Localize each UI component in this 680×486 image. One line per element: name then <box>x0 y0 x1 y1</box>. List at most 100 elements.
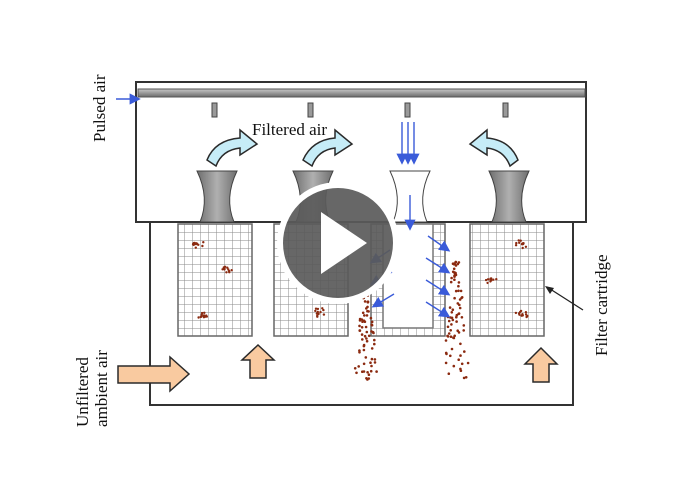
dust-particle <box>519 310 522 314</box>
dust-particle <box>370 330 373 333</box>
dust-particle <box>521 242 524 245</box>
filtered-air-arrow <box>302 128 354 168</box>
dust-particle <box>460 316 464 319</box>
dust-particle <box>462 324 466 327</box>
dust-particle <box>457 261 461 264</box>
dust-particle <box>486 281 489 285</box>
dust-particle <box>358 329 362 332</box>
dust-particle <box>451 270 455 274</box>
dust-particle <box>316 307 320 311</box>
dust-particle <box>363 314 366 317</box>
dust-particle <box>444 361 448 365</box>
dust-particle <box>370 320 374 324</box>
dust-particle <box>457 289 460 293</box>
updraft-arrow <box>523 346 559 383</box>
dust-particle <box>450 316 454 320</box>
dust-particle <box>492 278 495 281</box>
dust-particle <box>230 269 233 272</box>
dust-particle <box>192 241 195 245</box>
dust-particle <box>370 357 374 361</box>
dust-particle <box>452 267 456 271</box>
dust-particle <box>466 361 470 365</box>
dust-particle <box>446 325 450 329</box>
dust-particle <box>495 278 498 281</box>
dust-particle <box>454 289 458 293</box>
dust-particle <box>455 315 458 319</box>
falling-dust <box>353 260 470 381</box>
dust-particle <box>452 364 456 368</box>
dust-particle <box>365 339 369 343</box>
dust-particle <box>524 313 528 316</box>
dust-particle <box>366 300 370 304</box>
dust-particle <box>446 334 449 338</box>
dust-particle <box>360 318 364 321</box>
dust-particle <box>361 338 364 341</box>
dust-particle <box>314 307 318 310</box>
dust-particle <box>453 278 456 282</box>
filter-cartridge <box>469 223 545 337</box>
dust-particle <box>226 266 229 269</box>
dust-particle <box>370 347 374 350</box>
dust-particle <box>518 241 521 244</box>
dust-particle <box>202 314 206 317</box>
ambient-air-arrow <box>117 355 191 393</box>
dust-particle <box>373 342 376 346</box>
dust-particle <box>361 311 365 315</box>
dust-particle <box>451 308 455 312</box>
dust-particle <box>460 296 464 299</box>
dust-particle <box>200 311 204 315</box>
filter-cartridge <box>177 223 253 337</box>
dust-particle <box>362 348 366 352</box>
dust-particle <box>447 332 451 335</box>
dust-particle <box>369 316 373 320</box>
video-play-button[interactable] <box>277 182 399 304</box>
dust-particle <box>489 278 492 281</box>
dust-particle <box>458 306 462 310</box>
dust-particle <box>517 239 520 242</box>
intake-arrows <box>117 343 559 393</box>
dust-particle <box>225 271 228 274</box>
dust-particle <box>364 325 368 329</box>
dust-particle <box>364 356 368 359</box>
dust-particle <box>196 243 199 246</box>
dust-particle <box>360 326 364 329</box>
dust-particle <box>369 369 373 373</box>
dust-particle <box>201 244 204 248</box>
dust-particle <box>322 308 325 312</box>
dust-particle <box>453 296 456 300</box>
dust-particle <box>317 312 320 316</box>
dust-particle <box>449 280 453 284</box>
dust-particle <box>449 329 453 332</box>
dust-particle <box>521 246 524 250</box>
dust-particle <box>457 358 461 362</box>
dust-particle <box>367 373 371 377</box>
dust-particle <box>524 245 528 248</box>
manifold-drop-pipes <box>211 102 509 118</box>
dust-particle <box>451 262 455 266</box>
dust-particle <box>365 337 368 340</box>
dust-particle <box>223 267 226 270</box>
dust-particle <box>451 318 455 322</box>
play-icon <box>321 212 367 274</box>
dust-particle <box>363 300 367 303</box>
dust-particle <box>449 354 452 358</box>
dust-particle <box>358 351 361 354</box>
dust-particle <box>459 369 463 373</box>
filtered-air-label: Filtered air <box>252 120 327 139</box>
dust-particle <box>355 371 358 375</box>
unfiltered-ambient-air-label: Unfiltered ambient air <box>73 350 111 427</box>
dust-particle <box>454 271 457 275</box>
dust-particle <box>365 377 368 380</box>
pulse-air-arrows <box>116 93 451 318</box>
dust-particle <box>197 316 200 319</box>
dust-particle <box>366 371 369 374</box>
dust-particle <box>363 334 367 338</box>
dust-particle <box>524 311 528 314</box>
dust-particle <box>462 329 466 332</box>
dust-particle <box>370 323 374 327</box>
dust-particle <box>452 336 456 340</box>
dust-particle <box>365 330 369 334</box>
dust-particle <box>450 276 453 280</box>
dust-particle <box>370 364 373 368</box>
